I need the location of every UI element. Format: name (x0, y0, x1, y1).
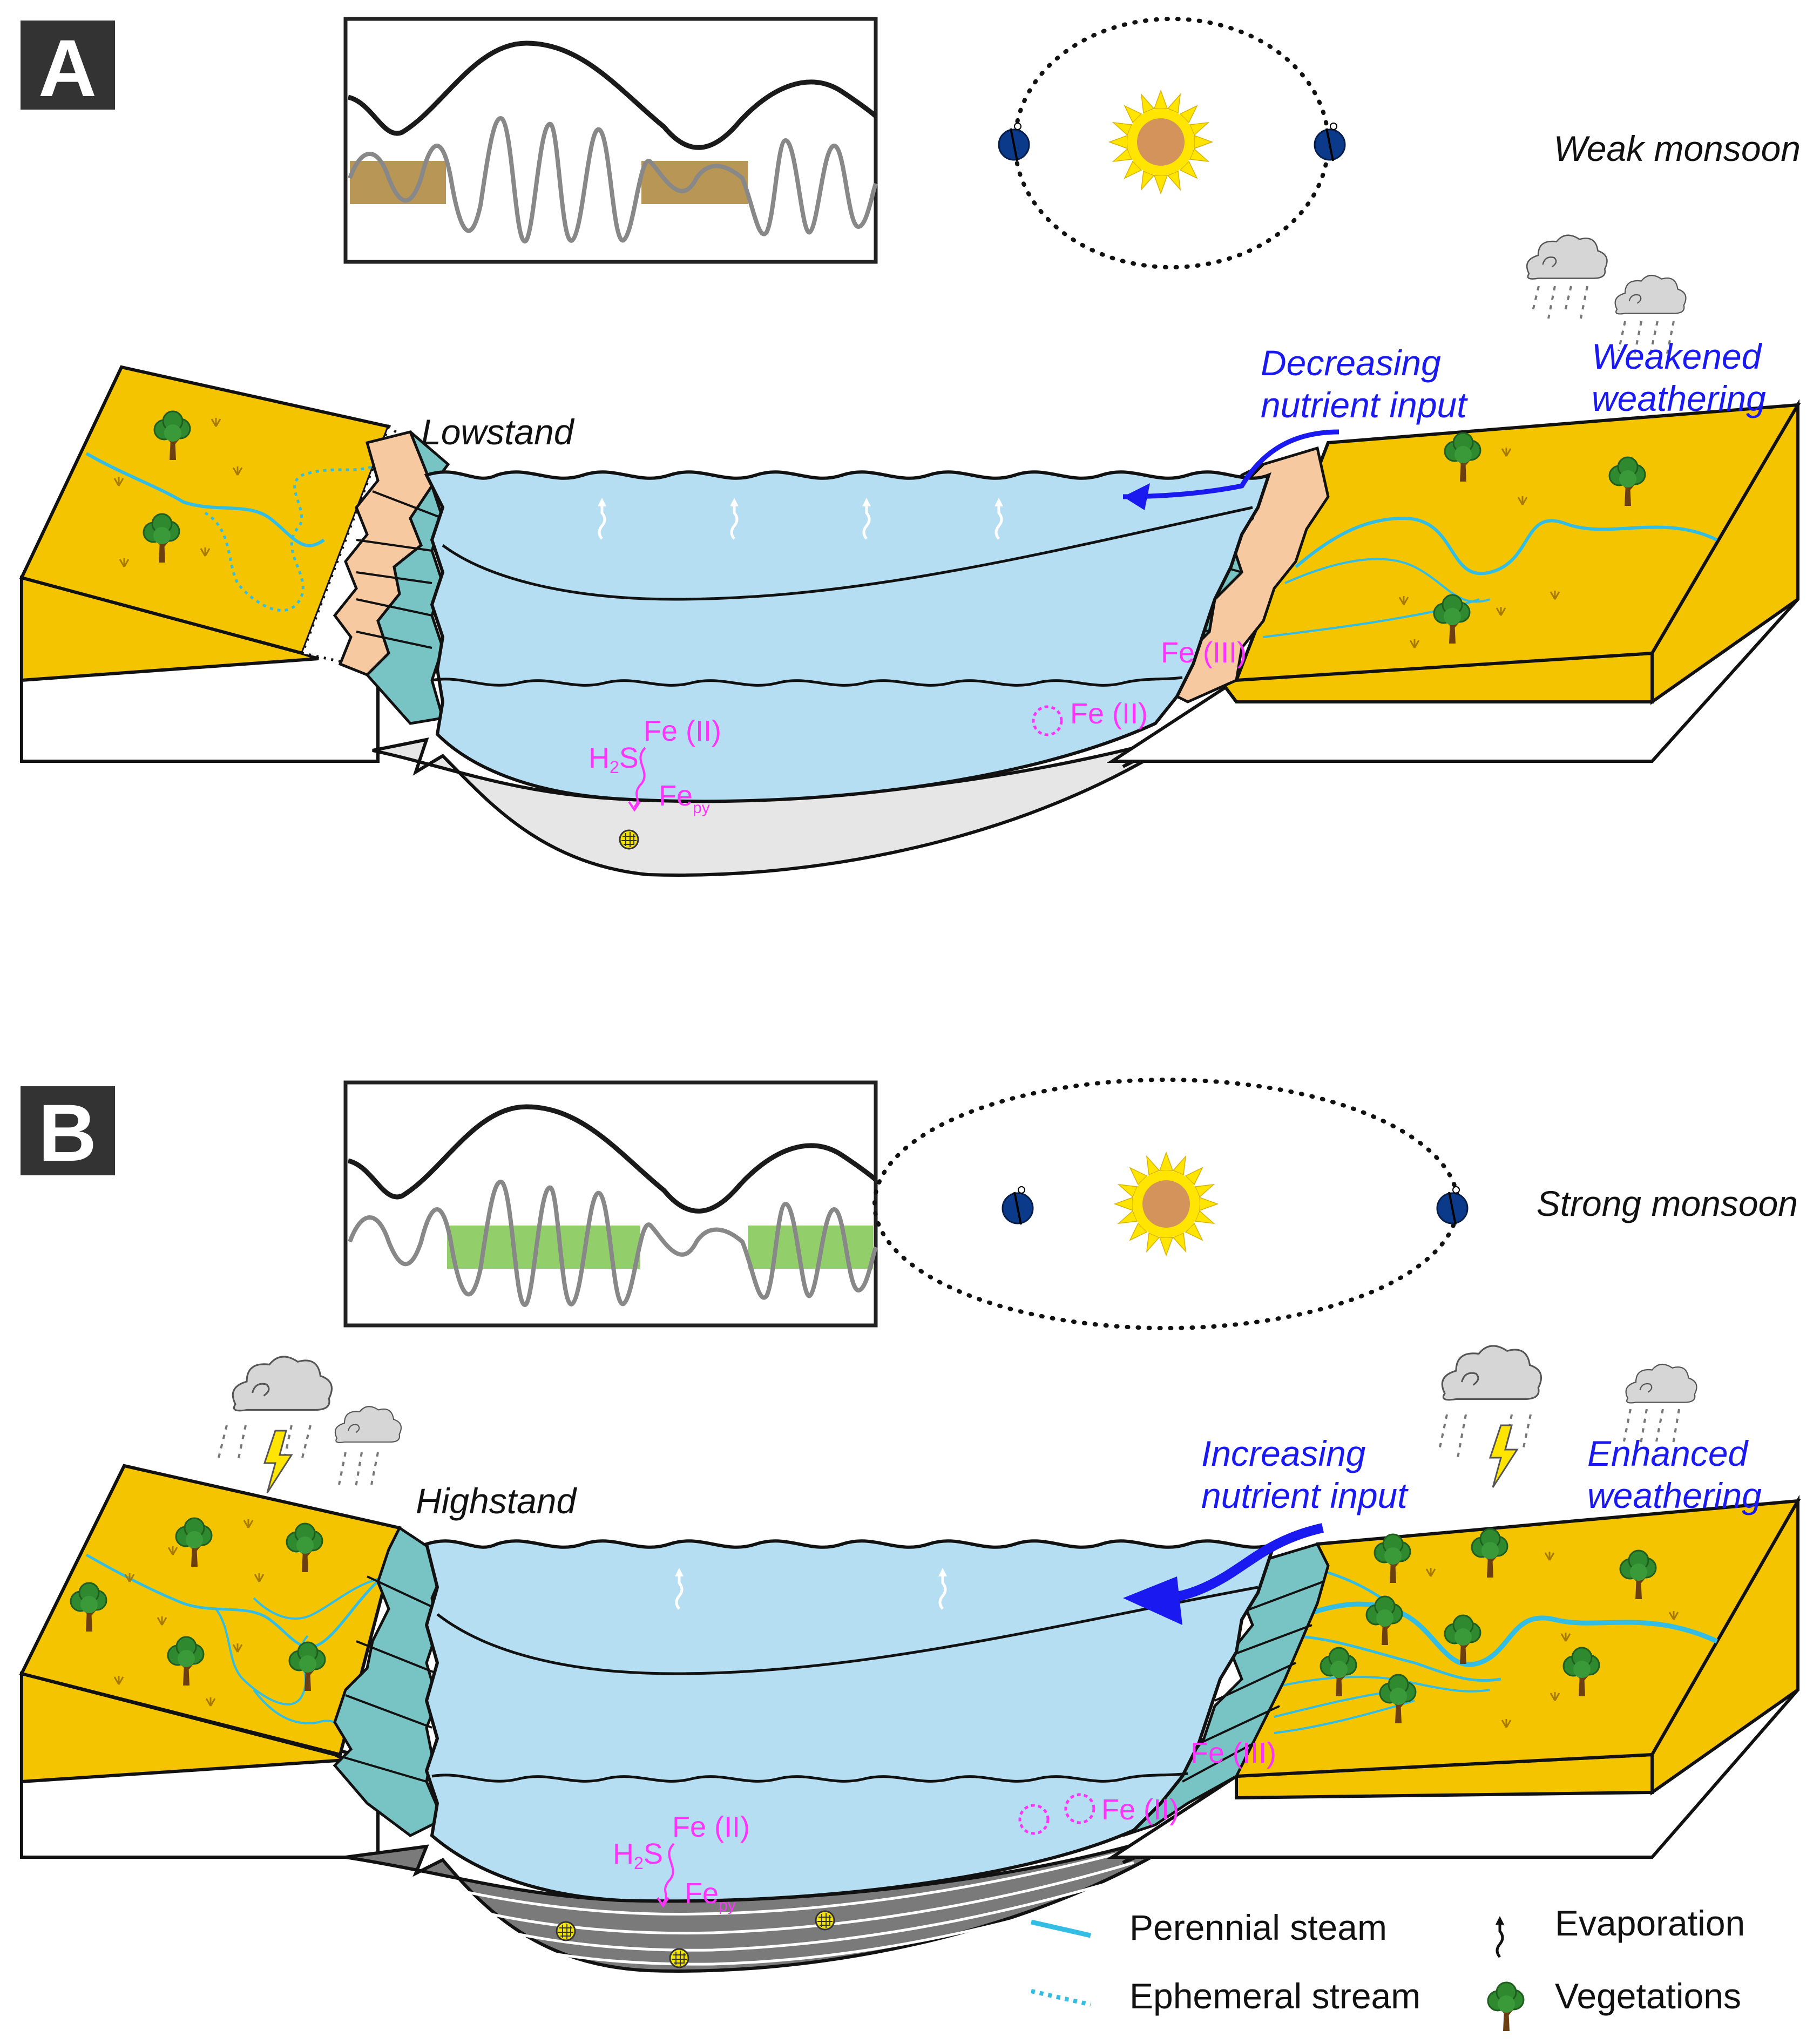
cloud-icon (334, 1406, 402, 1443)
panel-a-sun-icon (1109, 90, 1213, 194)
panel-a-orbital-inset (343, 17, 878, 264)
panel-b-weathering-label-line1: Enhanced (1587, 1433, 1749, 1473)
panel-b-sun-icon (1114, 1152, 1218, 1256)
perennial-stream (253, 1575, 389, 1620)
panel-b-letter: B (38, 1087, 97, 1178)
panel-b-left-land (19, 1464, 402, 1859)
legend-ephemeral-label: Ephemeral stream (1129, 1976, 1420, 2016)
pyrite-icon (815, 1910, 835, 1931)
panel-b-fe3-label: Fe (III) (1190, 1737, 1276, 1769)
panel-b-orbit (872, 1078, 1469, 1330)
panel-a-eccentricity-curve (347, 40, 877, 150)
panel-a-planet-icon-left (998, 122, 1030, 162)
cloud-icon (1526, 234, 1608, 280)
panel-b-letter-box (21, 1086, 115, 1175)
panel-b-fe2-basin-label: Fe (II) (672, 1811, 750, 1843)
panel-b-fepy-label: Fepy (685, 1877, 736, 1914)
perennial-stream (1284, 1634, 1501, 1682)
lightning-icon (263, 1430, 293, 1493)
perennial-stream (1295, 516, 1718, 576)
panel-a-monsoon-label: Weak monsoon (1554, 128, 1801, 168)
panel-a-water-level-label: Lowstand (421, 412, 575, 452)
panel-a-fepy-label: Fepy (659, 780, 710, 817)
panel-b-lake (424, 1539, 1277, 1903)
perennial-stream (85, 1553, 401, 1649)
panel-b-monsoon-label: Strong monsoon (1537, 1183, 1798, 1223)
panel-b-nutrient-label-line1: Increasing (1201, 1433, 1366, 1473)
panel-a-fe2-basin-label: Fe (II) (644, 715, 721, 747)
panel-a: A Weak monsoon (19, 17, 1801, 877)
panel-b-redox-cycle-icon (1018, 1804, 1050, 1835)
pyrite-icon (669, 1948, 689, 1968)
panel-a-h2s-label: H2S (588, 742, 639, 777)
panel-a-orbit (998, 17, 1346, 269)
perennial-stream (1274, 1700, 1415, 1734)
panel-a-clouds (1526, 234, 1687, 354)
panel-b-nutrient-arrowhead (1123, 1576, 1182, 1625)
panel-a-left-shelf (333, 430, 450, 725)
tree-icon (1488, 1982, 1524, 2031)
panel-b-strong-band-2 (748, 1226, 873, 1269)
panel-b-fe2-shelf-label: Fe (II) (1101, 1793, 1179, 1826)
panel-b-reaction-arrow (662, 1843, 675, 1904)
panel-a-fe3-label: Fe (III) (1161, 637, 1247, 669)
panel-a-fe2-shelf-label: Fe (II) (1070, 698, 1148, 730)
legend-perennial-swatch (1031, 1919, 1091, 1938)
panel-b-orbital-inset (343, 1080, 878, 1328)
panel-a-letter: A (38, 23, 97, 113)
panel-b-right-land (1106, 1494, 1801, 1859)
panel-b-redox-cycle-icon (1064, 1793, 1095, 1824)
panel-b-clouds-right (1438, 1345, 1697, 1488)
cloud-icon (1441, 1345, 1542, 1401)
panel-b: B Strong monsoon (19, 1078, 1801, 1973)
cloud-icon (1614, 274, 1687, 315)
panel-a-lake (424, 470, 1271, 803)
legend-evaporation-label: Evaporation (1555, 1903, 1745, 1943)
panel-b-nutrient-label-line2: nutrient input (1201, 1476, 1409, 1515)
perennial-stream (1284, 558, 1491, 603)
legend: Perennial steam Ephemeral stream Evapora… (1031, 1903, 1745, 2031)
perennial-stream (85, 452, 325, 547)
panel-b-precession-curve (348, 1180, 878, 1307)
legend-vegetation-label: Vegetations (1555, 1976, 1741, 2016)
panel-a-weathering-label-line1: Weakened (1592, 336, 1763, 376)
panel-b-h2s-label: H2S (613, 1838, 663, 1873)
panel-a-nutrient-label-line2: nutrient input (1261, 385, 1468, 425)
panel-b-planet-icon-left (1002, 1186, 1034, 1226)
panel-a-weathering-label-line2: weathering (1592, 378, 1766, 418)
legend-ephemeral-swatch (1031, 1989, 1091, 2007)
panel-a-planet-icon-right (1314, 122, 1346, 162)
panel-a-redox-cycle-icon (1032, 705, 1063, 736)
panel-b-nutrient-arrow (1160, 1523, 1324, 1603)
cloud-icon (232, 1356, 333, 1412)
panel-a-nutrient-arrowhead (1123, 483, 1150, 510)
pyrite-icon (556, 1921, 576, 1941)
lightning-icon (1489, 1424, 1519, 1488)
panel-a-letter-box (21, 21, 115, 110)
panel-b-planet-icon-right (1436, 1186, 1469, 1226)
panel-b-eccentricity-curve (347, 1104, 877, 1214)
panel-a-nutrient-label-line1: Decreasing (1261, 343, 1441, 383)
panel-b-water-level-label: Highstand (416, 1481, 577, 1521)
panel-b-clouds-left (218, 1356, 402, 1493)
legend-perennial-label: Perennial steam (1129, 1907, 1387, 1947)
evaporation-arrow-icon (1496, 1916, 1504, 1958)
panel-a-precession-curve (348, 116, 878, 243)
panel-a-reaction-arrow (633, 747, 646, 808)
panel-a-right-land (1106, 398, 1801, 763)
panel-b-weathering-label-line2: weathering (1587, 1476, 1762, 1515)
cloud-icon (1625, 1363, 1697, 1404)
pyrite-icon (619, 829, 639, 850)
